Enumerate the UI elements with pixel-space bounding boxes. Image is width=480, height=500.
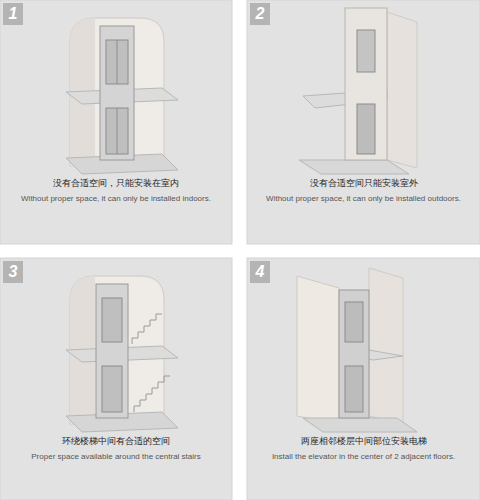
chinese-caption: 两座相邻楼层中间部位安装电梯: [253, 435, 474, 447]
indoor-elevator-illustration: [66, 18, 178, 174]
ground-floor: [299, 160, 409, 174]
panel-ground: [0, 0, 232, 244]
stair-elevator-illustration: [66, 276, 178, 432]
outdoor-elevator-illustration: [299, 8, 417, 174]
english-caption: Without proper space, it can only be ins…: [6, 193, 226, 204]
side-wall: [387, 12, 417, 168]
elevator-shaft: [100, 26, 134, 160]
option-panel: 没有合适空间只能安装室外 Without proper space, it can…: [247, 0, 480, 244]
english-caption: Proper space available around the centra…: [6, 451, 226, 462]
elevator-door: [102, 366, 122, 412]
panel-number: 3: [9, 263, 18, 280]
right-wall: [369, 268, 403, 424]
elevator-door: [106, 108, 128, 154]
panel-number-badge: 4: [250, 261, 270, 283]
stairs: [134, 376, 170, 412]
stairs: [132, 314, 162, 344]
chinese-caption: 没有合适空间，只能安装在室内: [6, 177, 226, 189]
chinese-caption: 没有合适空间只能安装室外: [253, 177, 474, 189]
elevator-door: [357, 104, 375, 154]
chinese-caption: 环绕楼梯中间有合适的空间: [6, 435, 226, 447]
panel-number-badge: 3: [3, 261, 23, 283]
option-panel: 没有合适空间，只能安装在室内 Without proper space, it c…: [0, 0, 232, 244]
panel-ground: [0, 258, 232, 500]
panel-number-badge: 1: [3, 3, 23, 25]
option-panel: 两座相邻楼层中间部位安装电梯 Install the elevator in th…: [247, 258, 480, 500]
panel-ground: [247, 0, 480, 244]
option-panel: 环绕楼梯中间有合适的空间 Proper space available aroun…: [0, 258, 232, 500]
panel-ground: [247, 258, 480, 500]
elevator-door: [106, 40, 128, 84]
elevator-shaft: [339, 290, 369, 418]
elevator-shaft: [345, 8, 387, 160]
elevator-shaft: [96, 284, 128, 418]
door-seam: [117, 40, 118, 84]
panel-number: 1: [9, 5, 18, 22]
elevator-door: [357, 30, 375, 72]
english-caption: Without proper space, it can only be ins…: [253, 193, 474, 204]
door-seam: [117, 108, 118, 154]
elevator-door: [345, 366, 363, 412]
ground-floor: [303, 418, 417, 432]
panel-number-badge: 2: [250, 3, 270, 25]
panel-number: 2: [256, 5, 265, 22]
panel-number: 4: [256, 263, 265, 280]
elevator-door: [102, 298, 122, 342]
between-buildings-illustration: [297, 268, 417, 432]
english-caption: Install the elevator in the center of 2 …: [253, 451, 474, 462]
left-wall: [297, 276, 339, 424]
elevator-door: [345, 302, 363, 342]
